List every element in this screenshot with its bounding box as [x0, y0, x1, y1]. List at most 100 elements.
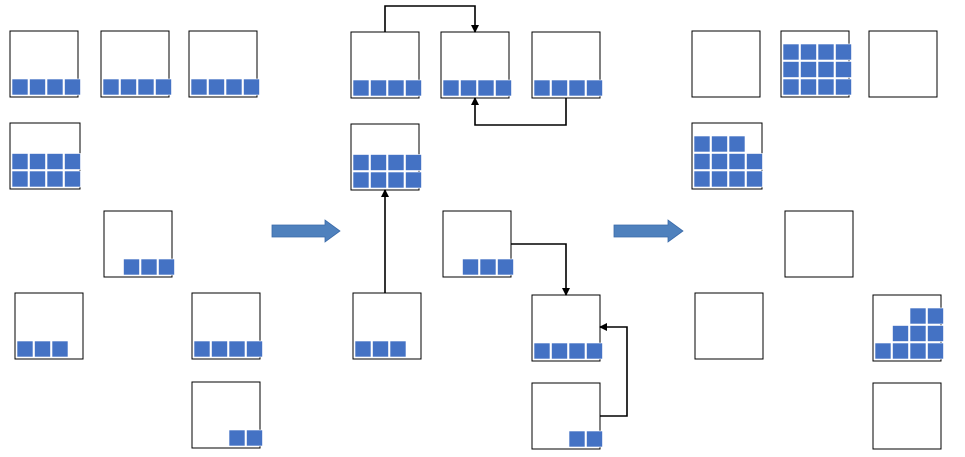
storage-cell: [711, 170, 728, 188]
storage-cell: [728, 170, 746, 188]
storage-cell: [405, 79, 422, 97]
container-box-m4: [350, 123, 422, 191]
storage-cell: [370, 171, 387, 189]
storage-cell: [387, 79, 405, 97]
storage-cell: [533, 79, 551, 97]
storage-cell: [927, 342, 944, 360]
storage-cell: [34, 340, 51, 358]
storage-cell: [835, 78, 852, 96]
storage-cell: [551, 342, 568, 360]
storage-cell: [693, 153, 711, 170]
storage-cell: [352, 171, 370, 189]
container-box-b5: [103, 210, 175, 278]
storage-cell: [140, 258, 158, 276]
box-outline: [694, 292, 764, 360]
storage-cell: [29, 153, 46, 170]
storage-cell: [225, 78, 243, 96]
storage-cell: [568, 79, 586, 97]
storage-cell: [46, 153, 64, 170]
container-box-a1: [691, 30, 761, 98]
storage-cell: [246, 340, 263, 358]
storage-cell: [460, 79, 477, 97]
container-box-b4: [9, 122, 81, 190]
container-box-m1: [350, 31, 422, 99]
storage-cell: [817, 43, 835, 61]
storage-cell: [190, 78, 208, 96]
storage-cell: [533, 342, 551, 360]
storage-cell: [568, 430, 586, 448]
storage-cell: [387, 171, 405, 189]
storage-cell: [123, 258, 140, 276]
storage-cell: [370, 154, 387, 171]
storage-cell: [551, 79, 568, 97]
container-box-b7: [191, 292, 263, 360]
container-box-m7: [531, 294, 603, 362]
storage-cell: [29, 78, 46, 96]
container-box-b3: [188, 30, 260, 98]
storage-cell: [892, 342, 909, 360]
transfer-arrow-m3-to-m2: [471, 97, 567, 126]
container-box-m8: [531, 382, 603, 450]
storage-cell: [370, 79, 387, 97]
box-outline: [691, 30, 761, 98]
storage-cell: [64, 170, 81, 188]
container-box-a6: [694, 292, 764, 360]
transfer-arrow-m8-to-m7: [599, 323, 628, 417]
transfer-arrow-m5-to-m7: [511, 243, 570, 296]
storage-cell: [193, 340, 211, 358]
storage-cell: [586, 79, 603, 97]
storage-cell: [568, 342, 586, 360]
storage-cell: [782, 43, 800, 61]
container-box-a7: [872, 294, 944, 362]
storage-cell: [495, 79, 512, 97]
storage-cell: [909, 325, 927, 342]
storage-cell: [479, 258, 497, 276]
storage-cell: [746, 153, 763, 170]
storage-cell: [228, 429, 246, 447]
storage-cell: [11, 170, 29, 188]
storage-cell: [46, 78, 64, 96]
storage-cell: [120, 78, 137, 96]
storage-cell: [927, 325, 944, 342]
storage-cell: [372, 340, 389, 358]
storage-cell: [64, 153, 81, 170]
storage-cell: [155, 78, 172, 96]
storage-cell: [228, 340, 246, 358]
storage-cell: [405, 154, 422, 171]
container-box-b8: [191, 381, 263, 449]
container-box-a4: [691, 122, 763, 190]
storage-cell: [497, 258, 514, 276]
storage-cell: [874, 342, 892, 360]
storage-cell: [746, 170, 763, 188]
storage-cell: [909, 342, 927, 360]
storage-cell: [835, 61, 852, 78]
storage-cell: [158, 258, 175, 276]
storage-cell: [246, 429, 263, 447]
panel-after: [691, 30, 944, 450]
container-box-b6: [14, 292, 84, 360]
storage-cell: [782, 61, 800, 78]
storage-cell: [211, 340, 228, 358]
storage-cell: [817, 61, 835, 78]
storage-cell: [728, 135, 746, 153]
panel-before: [9, 30, 263, 449]
storage-cell: [711, 153, 728, 170]
container-box-b1: [9, 30, 81, 98]
storage-cell: [389, 340, 407, 358]
storage-cell: [354, 340, 372, 358]
container-box-m3: [531, 31, 603, 99]
storage-cell: [102, 78, 120, 96]
storage-cell: [51, 340, 69, 358]
storage-cell: [800, 78, 817, 96]
storage-cell: [442, 79, 460, 97]
storage-cell: [835, 43, 852, 61]
storage-cell: [29, 170, 46, 188]
storage-cell: [11, 78, 29, 96]
storage-cell: [693, 170, 711, 188]
container-box-m5: [442, 210, 514, 278]
storage-cell: [462, 258, 479, 276]
storage-cell: [11, 153, 29, 170]
container-box-a2: [780, 30, 852, 98]
